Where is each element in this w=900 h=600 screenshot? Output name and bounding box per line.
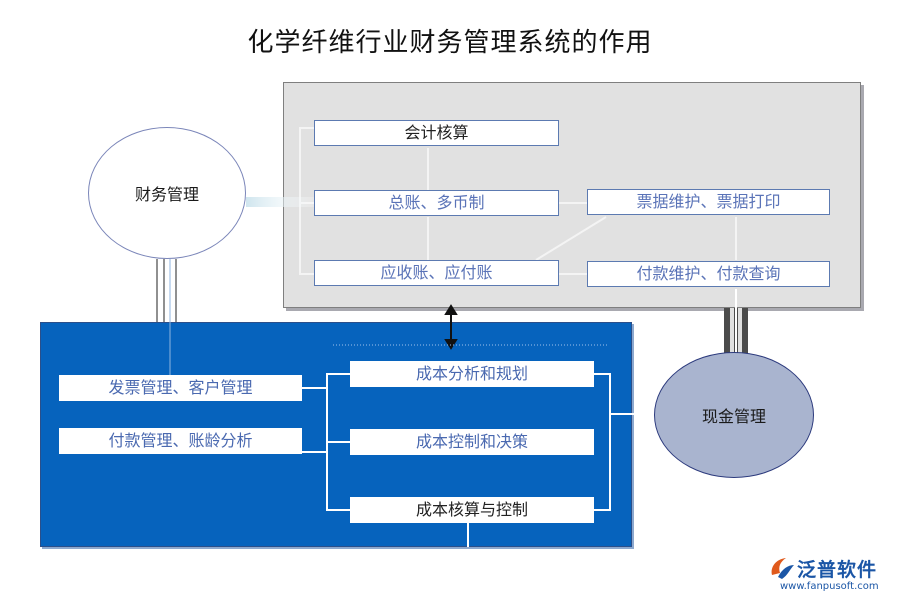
cash-management-circle: 现金管理: [654, 352, 814, 478]
box-payment: 付款维护、付款查询: [587, 261, 830, 287]
box-accounting: 会计核算: [314, 120, 559, 146]
logo-url: www.fanpusoft.com: [780, 581, 879, 592]
finance-management-label: 财务管理: [134, 185, 199, 204]
box-aging: 付款管理、账龄分析: [59, 428, 302, 454]
fanpu-logo-icon: [771, 558, 794, 579]
box-cost-account: 成本核算与控制: [350, 497, 594, 523]
box-bill: 票据维护、票据打印: [587, 189, 830, 215]
page-title: 化学纤维行业财务管理系统的作用: [247, 28, 653, 58]
logo-name: 泛普软件: [797, 559, 878, 581]
box-cost-control: 成本控制和决策: [350, 429, 594, 455]
finance-management-circle: 财务管理: [88, 127, 246, 259]
box-ledger: 总账、多币制: [314, 190, 559, 216]
box-invoice: 发票管理、客户管理: [59, 375, 302, 401]
box-receivable: 应收账、应付账: [314, 260, 559, 286]
cash-management-label: 现金管理: [701, 407, 766, 426]
box-cost-plan: 成本分析和规划: [350, 361, 594, 387]
